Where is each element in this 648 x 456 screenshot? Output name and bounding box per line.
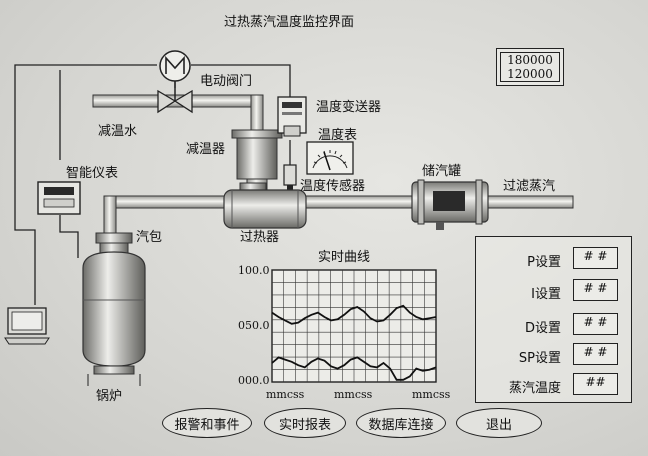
setting-row-i: I设置 # # [476,279,631,303]
setting-value: # # [583,345,608,359]
temperature-transmitter[interactable] [277,96,307,137]
temp-gauge-label: 温度表 [318,128,358,143]
setting-row-steam-temp: 蒸汽温度 ## [476,373,631,397]
steam-temp-field[interactable]: ## [573,373,618,395]
counter-display: 180000 120000 [496,48,564,86]
counter-line-1: 180000 [507,53,553,67]
temperature-gauge[interactable] [306,141,354,175]
boiler-label: 锅炉 [96,389,123,404]
series-line-1 [271,304,437,325]
electric-valve[interactable] [157,50,193,114]
chart-title: 实时曲线 [318,250,371,265]
alarm-events-button[interactable]: 报警和事件 [162,408,252,438]
setting-row-sp: SP设置 # # [476,343,631,367]
setting-row-p: P设置 # # [476,247,631,271]
setting-value: # # [583,249,608,263]
superheater[interactable] [223,182,307,229]
x-tick-label: mmcss [266,388,305,401]
database-connect-button[interactable]: 数据库连接 [356,408,446,438]
valve-label: 电动阀门 [200,74,253,89]
series-line-2 [271,356,437,381]
temp-sensor-label: 温度传感器 [300,179,366,194]
pid-settings-panel: P设置 # # I设置 # # D设置 # # SP设置 # # 蒸汽温度 ## [475,236,632,403]
desuperheater-label: 减温器 [186,142,226,157]
boiler-drum[interactable] [82,232,146,386]
sp-setting-field[interactable]: # # [573,343,618,365]
setting-label: D设置 [524,321,561,336]
y-tick-label: 050.0 [238,319,270,332]
setting-value: # # [583,315,608,329]
setting-row-d: D设置 # # [476,313,631,337]
filtered-steam-label: 过滤蒸汽 [503,179,556,194]
setting-label: P设置 [527,255,561,270]
realtime-report-button[interactable]: 实时报表 [264,408,346,438]
i-setting-field[interactable]: # # [573,279,618,301]
setting-label: SP设置 [518,351,561,366]
setting-label: 蒸汽温度 [508,381,561,396]
setting-value: ## [585,375,606,389]
realtime-chart [271,269,437,383]
counter-line-2: 120000 [507,67,553,81]
smart-meter-label: 智能仪表 [66,166,119,181]
storage-tank-label: 储汽罐 [422,164,462,179]
y-tick-label: 000.0 [238,374,270,387]
computer-monitor-icon [4,307,50,345]
setting-value: # # [583,281,608,295]
chart-series [271,304,437,381]
x-tick-label: mmcss [412,388,451,401]
transmitter-label: 温度变送器 [316,100,382,115]
smart-meter[interactable] [37,181,81,215]
y-tick-label: 100.0 [238,264,270,277]
page-title: 过热蒸汽温度监控界面 [224,15,355,30]
d-setting-field[interactable]: # # [573,313,618,335]
x-tick-label: mmcss [334,388,373,401]
setting-label: I设置 [531,287,561,302]
drum-label: 汽包 [136,230,163,245]
desuperheat-water-label: 减温水 [98,124,138,139]
storage-tank[interactable] [411,179,489,230]
p-setting-field[interactable]: # # [573,247,618,269]
superheater-label: 过热器 [240,230,280,245]
exit-button[interactable]: 退出 [456,408,542,438]
desuperheater[interactable] [231,129,283,192]
